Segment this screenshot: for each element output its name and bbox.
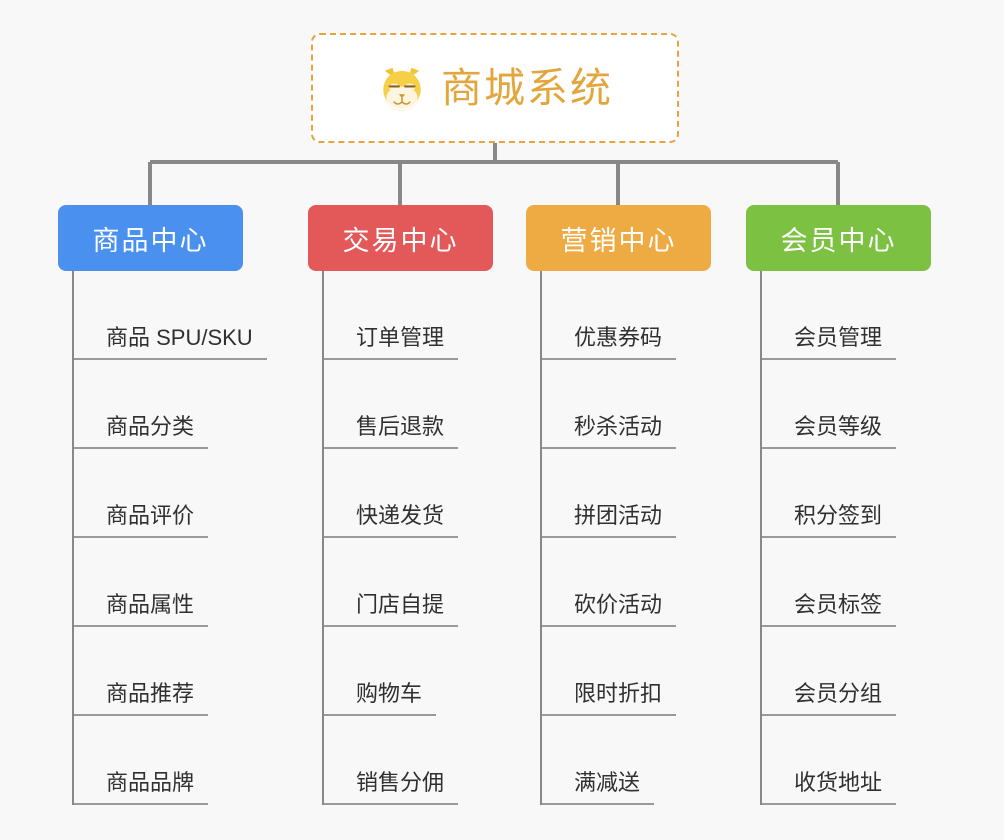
list-item[interactable]: 订单管理 — [323, 271, 554, 360]
root-node[interactable]: 商城系统 — [311, 33, 679, 143]
branch-column-1: 交易中心 订单管理 售后退款 快递发货 门店自提 购物车 销售分佣 — [308, 205, 554, 805]
leaf-label: 商品 SPU/SKU — [74, 320, 267, 360]
leaf-label: 积分签到 — [761, 498, 897, 538]
list-item[interactable]: 销售分佣 — [323, 716, 554, 805]
list-item[interactable]: 商品 SPU/SKU — [74, 271, 304, 360]
list-item[interactable]: 收货地址 — [761, 716, 992, 805]
list-item[interactable]: 会员等级 — [761, 360, 992, 449]
leaf-label: 商品推荐 — [73, 676, 209, 716]
root-title: 商城系统 — [441, 64, 613, 111]
list-item[interactable]: 快递发货 — [323, 449, 554, 538]
list-item[interactable]: 商品评价 — [73, 449, 304, 538]
list-item[interactable]: 购物车 — [323, 627, 554, 716]
list-item[interactable]: 会员标签 — [761, 538, 992, 627]
leaf-label: 商品分类 — [73, 409, 209, 449]
leaf-label: 售后退款 — [323, 409, 459, 449]
list-item[interactable]: 秒杀活动 — [541, 360, 772, 449]
leaf-list-1: 订单管理 售后退款 快递发货 门店自提 购物车 销售分佣 — [322, 271, 554, 805]
leaf-label: 砍价活动 — [541, 587, 677, 627]
leaf-label: 销售分佣 — [323, 765, 459, 805]
list-item[interactable]: 会员分组 — [761, 627, 992, 716]
shiba-dog-icon — [377, 63, 427, 113]
list-item[interactable]: 砍价活动 — [541, 538, 772, 627]
leaf-list-0: 商品 SPU/SKU 商品分类 商品评价 商品属性 商品推荐 商品品牌 — [72, 271, 304, 805]
list-item[interactable]: 积分签到 — [761, 449, 992, 538]
leaf-label: 商品品牌 — [73, 765, 209, 805]
list-item[interactable]: 会员管理 — [761, 271, 992, 360]
leaf-label: 会员等级 — [761, 409, 897, 449]
leaf-label: 商品属性 — [73, 587, 209, 627]
leaf-list-2: 优惠券码 秒杀活动 拼团活动 砍价活动 限时折扣 满减送 — [540, 271, 772, 805]
leaf-label: 满减送 — [541, 765, 655, 805]
leaf-label: 会员分组 — [761, 676, 897, 716]
leaf-label: 门店自提 — [323, 587, 459, 627]
list-item[interactable]: 商品品牌 — [73, 716, 304, 805]
leaf-label: 商品评价 — [73, 498, 209, 538]
branch-header-2[interactable]: 营销中心 — [526, 205, 711, 271]
leaf-label: 收货地址 — [761, 765, 897, 805]
list-item[interactable]: 优惠券码 — [541, 271, 772, 360]
list-item[interactable]: 商品推荐 — [73, 627, 304, 716]
branch-column-0: 商品中心 商品 SPU/SKU 商品分类 商品评价 商品属性 商品推荐 商品品牌 — [58, 205, 304, 805]
leaf-label: 购物车 — [323, 676, 437, 716]
leaf-label: 快递发货 — [323, 498, 459, 538]
branch-header-1[interactable]: 交易中心 — [308, 205, 493, 271]
leaf-list-3: 会员管理 会员等级 积分签到 会员标签 会员分组 收货地址 — [760, 271, 992, 805]
leaf-label: 秒杀活动 — [541, 409, 677, 449]
list-item[interactable]: 售后退款 — [323, 360, 554, 449]
list-item[interactable]: 满减送 — [541, 716, 772, 805]
leaf-label: 订单管理 — [323, 320, 459, 360]
branch-header-0[interactable]: 商品中心 — [58, 205, 243, 271]
leaf-label: 优惠券码 — [541, 320, 677, 360]
leaf-label: 会员标签 — [761, 587, 897, 627]
leaf-label: 限时折扣 — [541, 676, 677, 716]
leaf-label: 会员管理 — [761, 320, 897, 360]
branch-column-2: 营销中心 优惠券码 秒杀活动 拼团活动 砍价活动 限时折扣 满减送 — [526, 205, 772, 805]
list-item[interactable]: 商品属性 — [73, 538, 304, 627]
branch-column-3: 会员中心 会员管理 会员等级 积分签到 会员标签 会员分组 收货地址 — [746, 205, 992, 805]
list-item[interactable]: 限时折扣 — [541, 627, 772, 716]
list-item[interactable]: 商品分类 — [73, 360, 304, 449]
list-item[interactable]: 拼团活动 — [541, 449, 772, 538]
leaf-label: 拼团活动 — [541, 498, 677, 538]
branch-header-3[interactable]: 会员中心 — [746, 205, 931, 271]
list-item[interactable]: 门店自提 — [323, 538, 554, 627]
